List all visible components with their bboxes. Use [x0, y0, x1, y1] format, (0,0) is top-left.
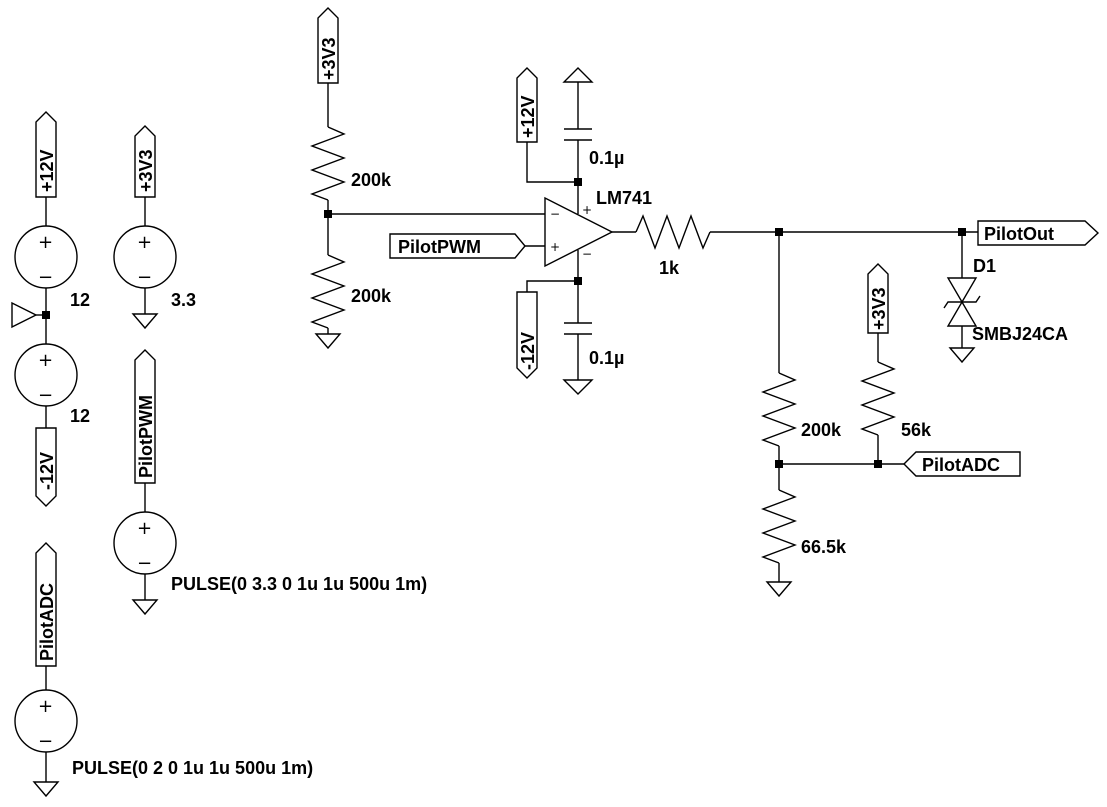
src-minus-symbol: − [137, 553, 152, 574]
net-label-pilotout: PilotOut [984, 224, 1054, 244]
ground-symbol [765, 581, 793, 598]
resistor-r-adc-bot[interactable] [761, 489, 797, 564]
net-flag-p12v-left[interactable] [35, 111, 57, 198]
resistor-r-adc-top[interactable] [761, 372, 797, 447]
tvs-diode-d1[interactable] [946, 277, 978, 304]
value-v-pos: 12 [70, 290, 90, 310]
net-label-p12v-opamp: +12V [518, 95, 538, 138]
value-r-div-top: 200k [351, 170, 392, 190]
src-plus-symbol: + [137, 518, 152, 539]
pulse-source-pwm: PilotPWM + − PULSE(0 3.3 0 1u 1u 500u 1m… [113, 349, 427, 616]
value-r-adc-bot: 66.5k [801, 537, 847, 557]
net-label-p12v-left: +12V [37, 149, 57, 192]
resistor-r-div-top[interactable] [310, 126, 346, 201]
ground-symbol [562, 379, 594, 395]
resistor-r-div-bot[interactable] [310, 254, 346, 329]
resistor-r-series[interactable] [635, 214, 711, 250]
value-r-series: 1k [659, 258, 680, 278]
net-flag-pilotpwm-left[interactable] [134, 349, 156, 484]
net-flag-p3v3-pullup[interactable] [867, 263, 889, 334]
supply-3v3-source: +3V3 + − 3.3 [113, 125, 196, 330]
value-v-3v3: 3.3 [171, 290, 196, 310]
supply-arrow-top [562, 67, 594, 83]
net-flag-p3v3-left[interactable] [134, 125, 156, 198]
net-label-p3v3-left: +3V3 [136, 149, 156, 192]
supply-12v-stack: +12V + − 12 + − 12 -12V [11, 111, 90, 507]
junction-dot [874, 460, 882, 468]
ground-symbol [948, 347, 976, 364]
net-label-pilotadc-divider: PilotADC [922, 455, 1000, 475]
ground-symbol-mid [11, 301, 38, 329]
junction-dot [42, 311, 50, 319]
net-label-pilotadc-left: PilotADC [37, 583, 57, 661]
src-minus-symbol: − [38, 267, 53, 288]
value-v-neg: 12 [70, 406, 90, 426]
net-flag-pilotpwm-input[interactable] [389, 233, 526, 259]
output-path: 1k PilotOut D1 SMBJ24CA 200k 66.5k +3V3 … [612, 214, 1100, 598]
resistor-r-pullup[interactable] [860, 361, 896, 436]
value-r-pullup: 56k [901, 420, 932, 440]
value-c-bot: 0.1µ [589, 348, 624, 368]
value-c-top: 0.1µ [589, 148, 624, 168]
net-flag-n12v-opamp[interactable] [516, 291, 538, 379]
src-minus-symbol: − [137, 267, 152, 288]
value-r-adc-top: 200k [801, 420, 842, 440]
opamp-inverting-symbol: − [550, 207, 560, 221]
ground-symbol [131, 313, 159, 330]
src-plus-symbol: + [38, 350, 53, 371]
src-plus-symbol: + [137, 232, 152, 253]
ground-symbol [314, 333, 342, 350]
net-label-n12v-left: -12V [37, 452, 57, 490]
net-label-pilotpwm-input: PilotPWM [398, 237, 481, 257]
opamp-noninverting-symbol: + [550, 240, 560, 254]
net-label-pilotpwm-left: PilotPWM [136, 395, 156, 478]
src-plus-symbol: + [38, 232, 53, 253]
src-minus-symbol: − [38, 385, 53, 406]
net-label-p3v3-pullup: +3V3 [869, 287, 889, 330]
value-r-div-bot: 200k [351, 286, 392, 306]
net-flag-p3v3-divider[interactable] [317, 7, 339, 84]
net-flag-p12v-opamp[interactable] [516, 67, 538, 143]
src-plus-symbol: + [38, 696, 53, 717]
diode-value-label: SMBJ24CA [972, 324, 1068, 344]
value-v-pwm: PULSE(0 3.3 0 1u 1u 500u 1m) [171, 574, 427, 594]
net-flag-pilotadc-divider[interactable] [903, 451, 1021, 477]
ground-symbol [131, 599, 159, 616]
net-flag-pilotadc-left[interactable] [35, 542, 57, 667]
opamp-section: PilotPWM − + + − LM741 +12V 0.1µ -12V 0.… [389, 67, 652, 395]
net-label-n12v-opamp: -12V [518, 332, 538, 370]
reference-divider: +3V3 200k 200k [310, 7, 545, 350]
diode-ref-label: D1 [973, 256, 996, 276]
opamp-model-label: LM741 [596, 188, 652, 208]
pulse-source-adc: PilotADC + − PULSE(0 2 0 1u 1u 500u 1m) [14, 542, 313, 798]
ground-symbol [32, 781, 60, 798]
opamp-u1[interactable] [544, 196, 614, 268]
opamp-vminus-symbol: − [582, 247, 592, 261]
net-flag-n12v-left[interactable] [35, 427, 57, 507]
src-minus-symbol: − [38, 731, 53, 752]
value-v-adc: PULSE(0 2 0 1u 1u 500u 1m) [72, 758, 313, 778]
net-label-p3v3-divider: +3V3 [319, 37, 339, 80]
net-flag-pilotout[interactable] [977, 220, 1100, 246]
opamp-vplus-symbol: + [582, 203, 592, 217]
